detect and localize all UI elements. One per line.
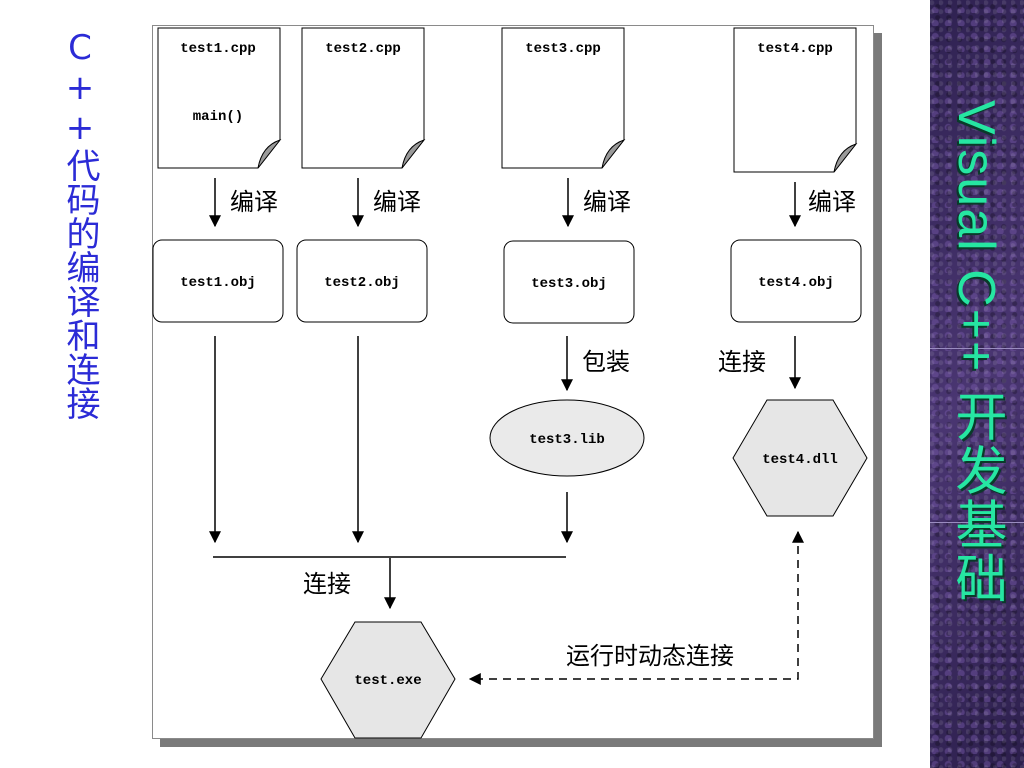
dll-filename: test4.dll bbox=[762, 452, 838, 468]
source-file-test2: test2.cpp bbox=[301, 27, 426, 169]
source-file-test1: test1.cpp main() bbox=[157, 27, 282, 169]
sidebar-divider bbox=[930, 348, 1024, 349]
compile-step-4: 编译 bbox=[789, 182, 856, 228]
compile-label: 编译 bbox=[230, 188, 278, 216]
decorative-sidebar bbox=[930, 0, 1024, 768]
source-filename: test2.cpp bbox=[325, 41, 401, 57]
library-test3: test3.lib bbox=[489, 399, 645, 477]
compile-step-1: 编译 bbox=[209, 178, 278, 228]
object-file-test4: test4.obj bbox=[730, 239, 862, 323]
slide-side-title: C++代码的编译和连接 bbox=[60, 28, 100, 420]
main-function-label: main() bbox=[193, 109, 243, 125]
link-label: 连接 bbox=[303, 570, 351, 598]
source-filename: test3.cpp bbox=[525, 41, 601, 57]
object-filename: test3.obj bbox=[531, 276, 607, 292]
exe-link-step: 连接 bbox=[303, 558, 396, 610]
exe-filename: test.exe bbox=[354, 673, 421, 689]
compile-label: 编译 bbox=[583, 188, 631, 216]
object-file-test1: test1.obj bbox=[152, 239, 284, 323]
object-filename: test2.obj bbox=[324, 275, 400, 291]
object-file-test2: test2.obj bbox=[296, 239, 428, 323]
compile-step-2: 编译 bbox=[352, 178, 421, 228]
dll-link-step: 连接 bbox=[718, 336, 801, 390]
compile-label: 编译 bbox=[808, 188, 856, 216]
source-filename: test4.cpp bbox=[757, 41, 833, 57]
runtime-dynamic-link: 运行时动态连接 bbox=[468, 530, 804, 685]
sidebar-divider bbox=[930, 522, 1024, 523]
source-file-test3: test3.cpp bbox=[501, 27, 626, 169]
object-filename: test1.obj bbox=[180, 275, 256, 291]
package-label: 包装 bbox=[582, 348, 630, 376]
source-filename: test1.cpp bbox=[180, 41, 256, 57]
source-file-test4: test4.cpp bbox=[733, 27, 858, 173]
object-filename: test4.obj bbox=[758, 275, 834, 291]
compile-step-3: 编译 bbox=[562, 178, 631, 228]
dll-test4: test4.dll bbox=[732, 399, 868, 517]
object-file-test3: test3.obj bbox=[503, 240, 635, 324]
runtime-link-label: 运行时动态连接 bbox=[566, 642, 734, 670]
link-label: 连接 bbox=[718, 348, 766, 376]
compile-label: 编译 bbox=[373, 188, 421, 216]
build-diagram: test1.cpp main() test2.cpp test3.cpp tes… bbox=[152, 27, 868, 739]
library-filename: test3.lib bbox=[529, 432, 605, 448]
executable-test: test.exe bbox=[320, 621, 456, 739]
course-title: Visual C++ 开发基础 bbox=[947, 100, 1005, 606]
package-step: 包装 bbox=[561, 336, 630, 392]
